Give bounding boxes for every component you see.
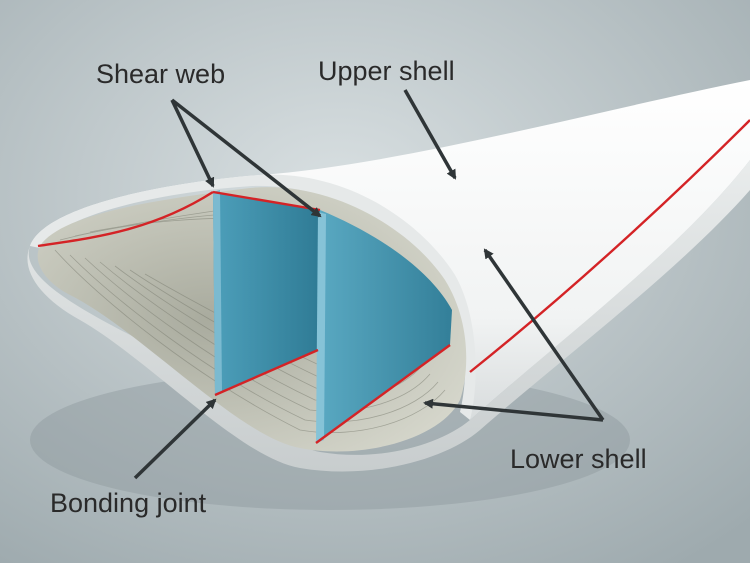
- label-bonding-joint: Bonding joint: [50, 488, 207, 518]
- label-shear-web: Shear web: [96, 59, 225, 89]
- label-lower-shell: Lower shell: [510, 444, 647, 474]
- label-upper-shell: Upper shell: [318, 56, 455, 86]
